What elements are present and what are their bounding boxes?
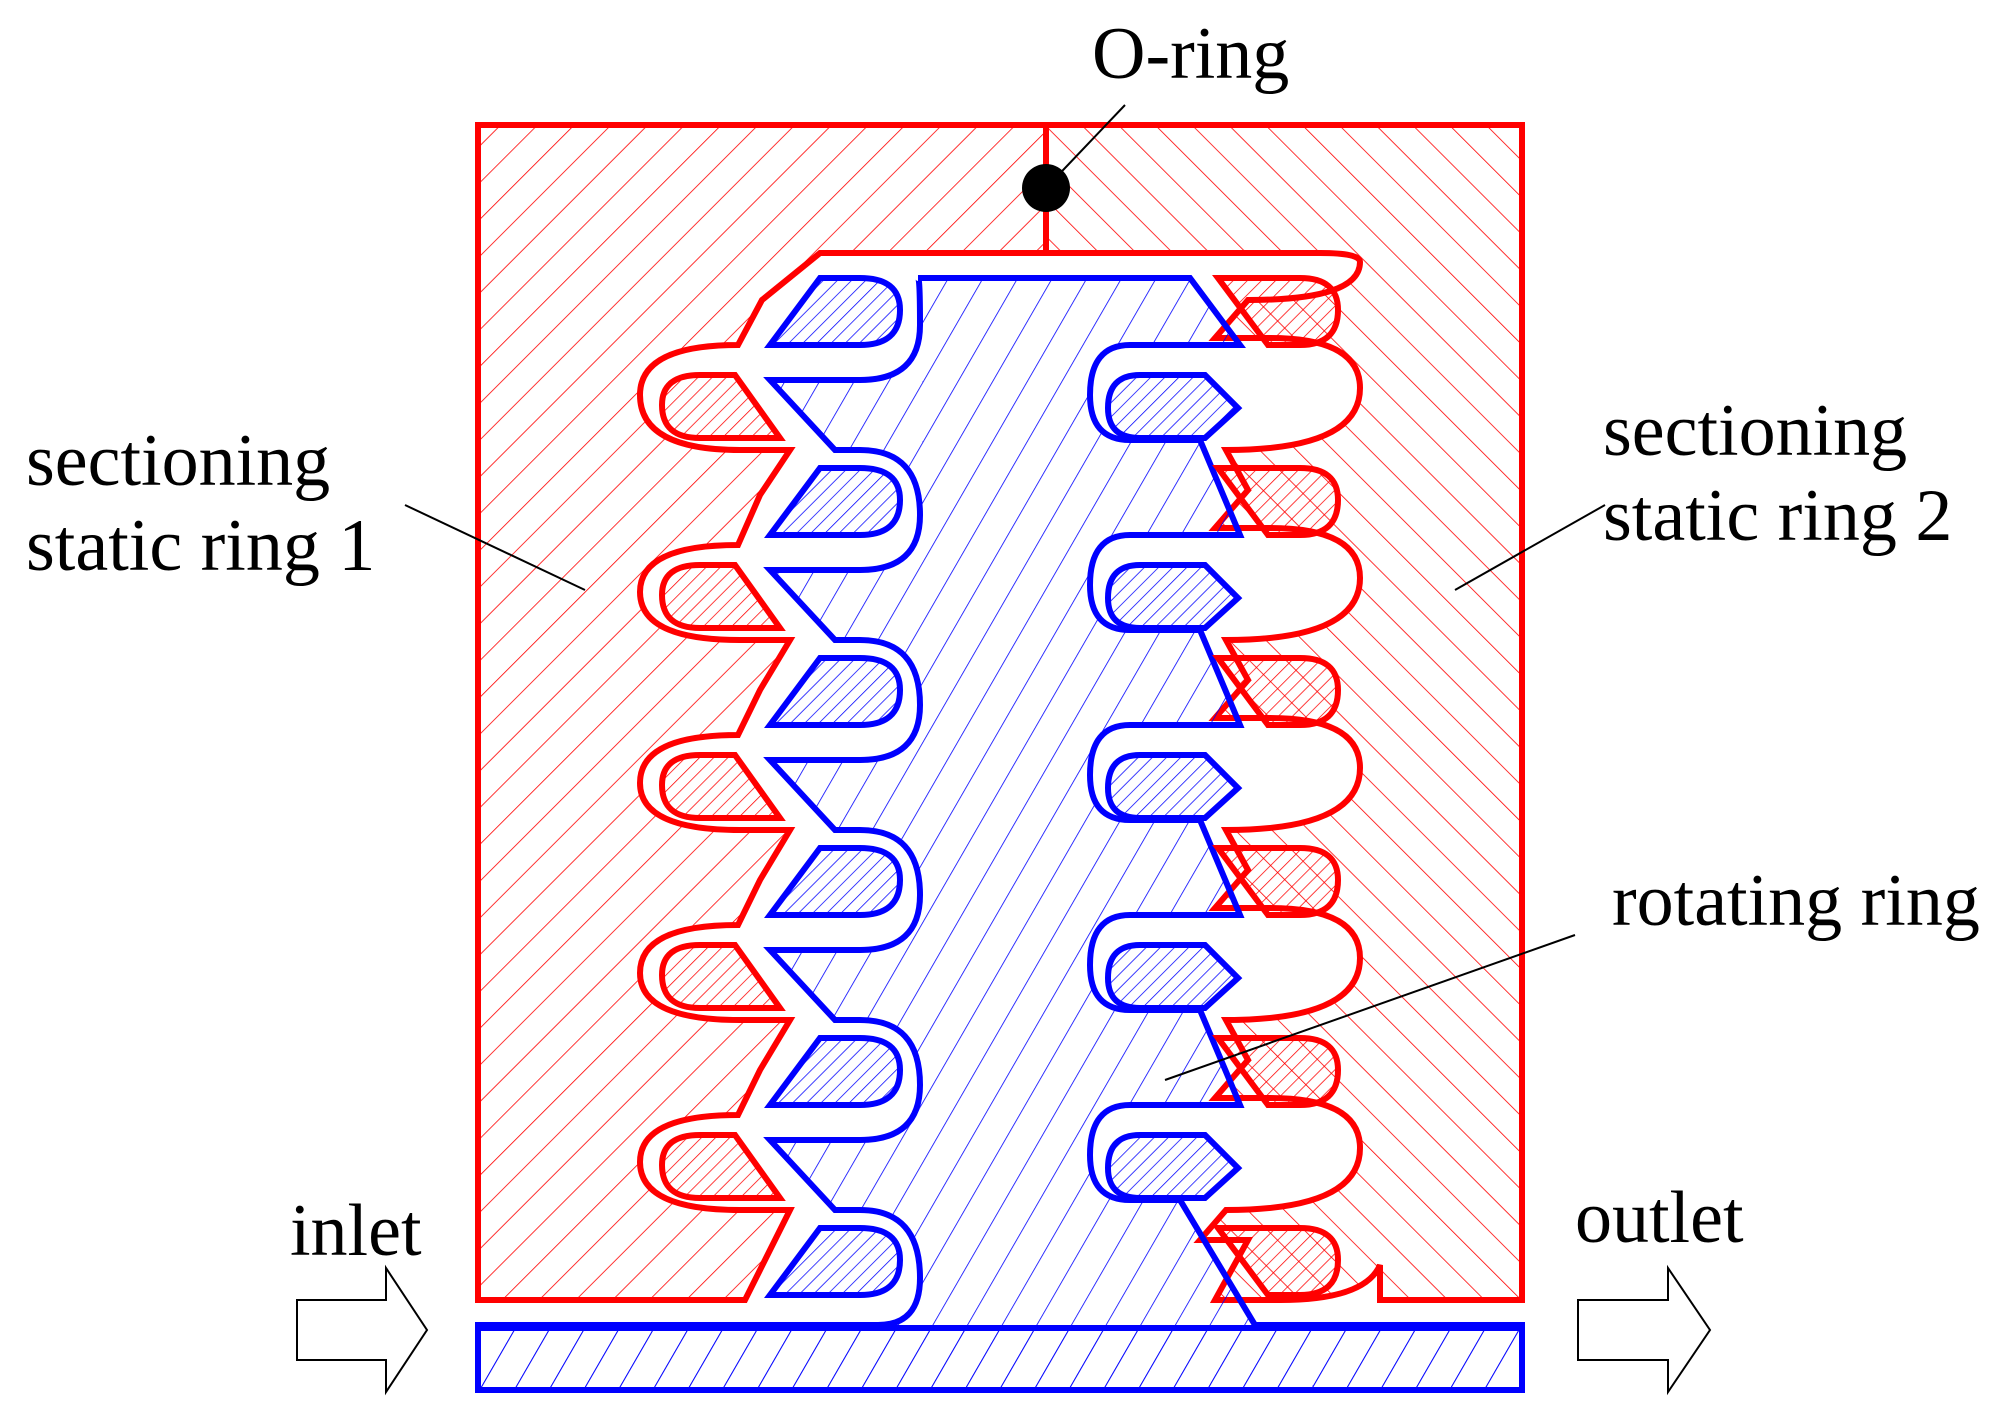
label-rotating-ring: rotating ring (1612, 860, 1980, 942)
leader-static-ring-2 (1454, 504, 1606, 591)
rotating-ring-base (475, 1325, 1525, 1393)
outlet-arrow-icon (1577, 1264, 1712, 1396)
static-ring-2-teeth (1212, 275, 1342, 1298)
rotating-ring-teeth-left (764, 275, 904, 1298)
label-static-ring-2-line2: static ring 2 (1603, 475, 1952, 557)
leader-lines (404, 104, 1606, 1081)
rotating-ring (475, 275, 1525, 1393)
label-static-ring-1-line1: sectioning (26, 420, 330, 502)
static-ring-1-teeth (658, 372, 786, 1201)
rotating-ring-teeth-right (1104, 372, 1243, 1201)
label-static-ring-1-line2: static ring 1 (26, 505, 375, 587)
label-static-ring-2-line1: sectioning (1603, 390, 1907, 472)
static-ring-1 (475, 122, 1049, 1303)
leader-static-ring-1 (404, 504, 586, 591)
label-inlet: inlet (290, 1190, 422, 1272)
label-outlet: outlet (1575, 1177, 1744, 1259)
leader-oring (1045, 104, 1126, 189)
label-o-ring: O-ring (1092, 13, 1289, 95)
leader-rotating-ring (1164, 934, 1576, 1081)
inlet-arrow-icon (296, 1264, 429, 1396)
